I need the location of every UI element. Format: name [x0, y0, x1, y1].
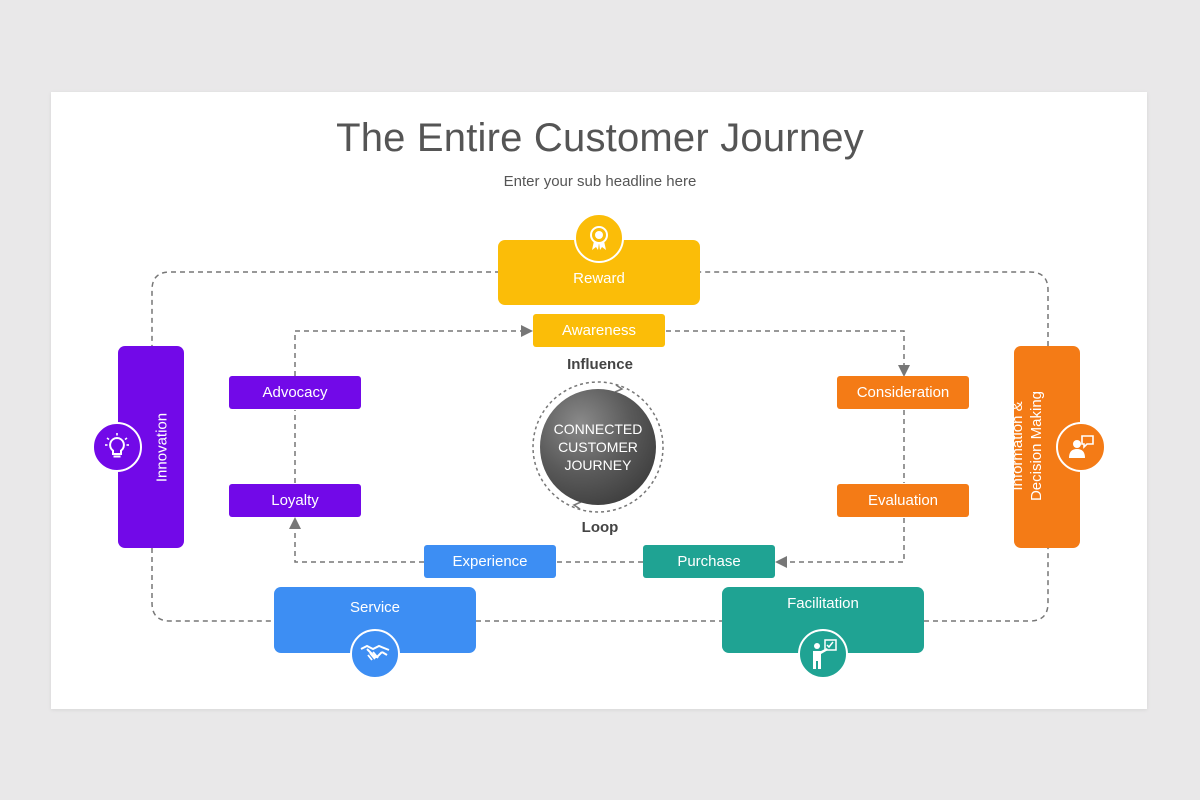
- advocacy-label: Advocacy: [262, 384, 328, 401]
- core-ring: [532, 381, 664, 513]
- outer-loop-line: [151, 271, 500, 346]
- outer-loop-line: [924, 548, 1049, 622]
- awareness-box: Awareness: [533, 314, 665, 347]
- loyalty-label: Loyalty: [271, 492, 319, 509]
- decision-making-label: Information & Decision Making: [1008, 386, 1046, 506]
- inner-loop-line: [289, 517, 424, 563]
- service-label: Service: [349, 599, 401, 616]
- awareness-label: Awareness: [562, 322, 636, 339]
- core-line-3: JOURNEY: [564, 457, 632, 473]
- lightbulb-icon: [92, 422, 142, 472]
- purchase-box: Purchase: [643, 545, 775, 578]
- reward-box: Reward: [498, 240, 700, 305]
- reward-label: Reward: [573, 270, 625, 287]
- inner-loop-line: [294, 325, 533, 376]
- core-line-2: CUSTOMER: [558, 439, 638, 455]
- facilitation-label: Facilitation: [787, 595, 859, 612]
- inner-loop-line: [666, 330, 910, 377]
- presenter-board-icon: [798, 629, 848, 679]
- person-speech-icon: [1056, 422, 1106, 472]
- consideration-label: Consideration: [856, 384, 950, 401]
- influence-label: Influence: [567, 356, 633, 373]
- page-title: The Entire Customer Journey: [336, 116, 864, 160]
- evaluation-box: Evaluation: [837, 484, 969, 517]
- consideration-box: Consideration: [837, 376, 969, 409]
- loyalty-box: Loyalty: [229, 484, 361, 517]
- purchase-label: Purchase: [677, 553, 741, 570]
- evaluation-label: Evaluation: [867, 492, 939, 509]
- experience-label: Experience: [452, 553, 528, 570]
- innovation-label: Innovation: [153, 412, 171, 483]
- award-ribbon-icon: [574, 213, 624, 263]
- outer-loop-line: [700, 271, 1049, 346]
- inner-loop-line: [775, 518, 905, 568]
- advocacy-box: Advocacy: [229, 376, 361, 409]
- information-label: Information &: [1009, 401, 1026, 491]
- handshake-icon: [350, 629, 400, 679]
- decision-label: Decision Making: [1028, 390, 1045, 502]
- loop-label: Loop: [581, 519, 619, 536]
- experience-box: Experience: [424, 545, 556, 578]
- connected-customer-journey-core: CONNECTED CUSTOMER JOURNEY: [540, 389, 656, 505]
- outer-loop-line: [151, 548, 274, 622]
- core-line-1: CONNECTED: [553, 421, 643, 437]
- page-subtitle: Enter your sub headline here: [503, 173, 697, 190]
